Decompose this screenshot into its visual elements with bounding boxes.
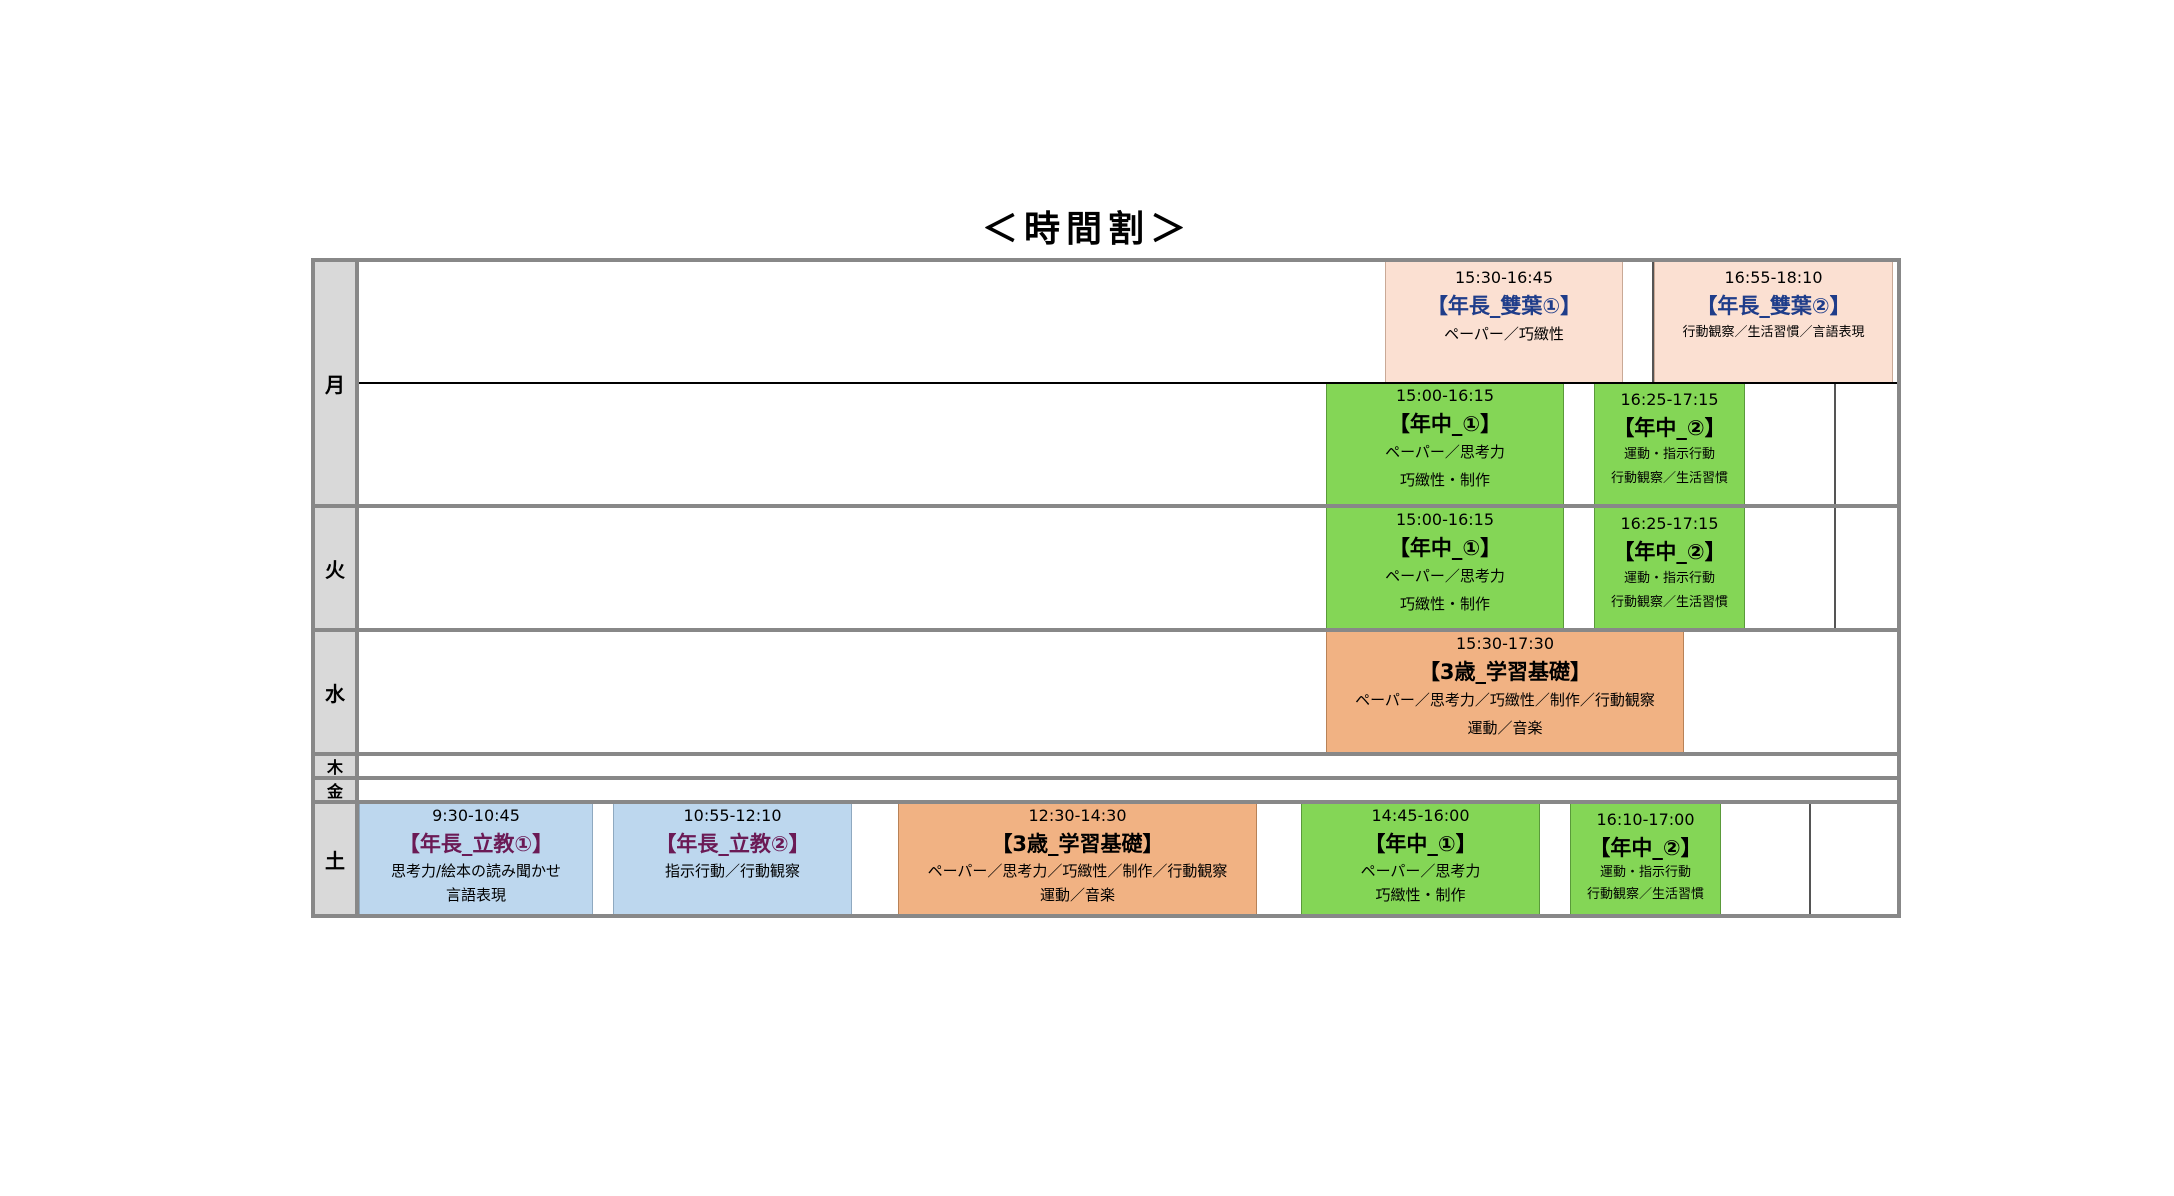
class-subjects: ペーパー／思考力／巧緻性／制作／行動観察: [1355, 691, 1655, 709]
class-time: 12:30-14:30: [1028, 806, 1127, 825]
class-subjects: ペーパー／思考力: [1385, 567, 1505, 585]
class-name: 【年中_①】: [1388, 536, 1502, 560]
class-time: 16:25-17:15: [1620, 390, 1719, 409]
class-name: 【年長_立教①】: [398, 832, 554, 856]
class-subjects: ペーパー／思考力／巧緻性／制作／行動観察: [927, 862, 1228, 880]
class-subjects: ペーパー／思考力: [1360, 862, 1481, 880]
class-name: 【年長_立教②】: [655, 832, 810, 856]
class-time: 16:55-18:10: [1724, 268, 1823, 287]
class-name: 【年長_雙葉②】: [1696, 294, 1851, 318]
class-block: 15:30-16:45 【年長_雙葉①】 ペーパー／巧緻性: [1385, 262, 1623, 382]
day-column-separator: [355, 262, 359, 914]
day-tuesday: 火: [315, 508, 355, 628]
day-saturday: 土: [315, 804, 355, 914]
cell-divider: [1809, 804, 1811, 914]
class-subjects: 行動観察／生活習慣: [1586, 887, 1704, 902]
class-name: 【年中_①】: [1388, 412, 1502, 436]
class-subjects: 運動・指示行動: [1623, 447, 1715, 462]
class-name: 【3歳_学習基礎】: [1418, 660, 1592, 684]
class-time: 15:30-16:45: [1455, 268, 1553, 287]
class-block: 16:25-17:15 【年中_②】 運動・指示行動 行動観察／生活習慣: [1594, 384, 1745, 504]
class-time: 15:00-16:15: [1396, 386, 1494, 405]
class-block: 15:00-16:15 【年中_①】 ペーパー／思考力 巧緻性・制作: [1326, 384, 1564, 504]
class-subjects: 巧緻性・制作: [1375, 886, 1466, 904]
class-block: 14:45-16:00 【年中_①】 ペーパー／思考力 巧緻性・制作: [1301, 804, 1540, 914]
cell-divider: [1834, 384, 1836, 504]
class-subjects: 巧緻性・制作: [1399, 595, 1490, 613]
page-title: ＜時間割＞: [981, 209, 1192, 250]
class-block: 16:10-17:00 【年中_②】 運動・指示行動 行動観察／生活習慣: [1570, 804, 1721, 914]
class-subjects: 行動観察／生活習慣／言語表現: [1682, 325, 1865, 340]
row-divider: [315, 504, 1897, 508]
class-subjects: 運動・指示行動: [1599, 865, 1691, 880]
row-divider: [315, 800, 1897, 804]
class-block: 15:00-16:15 【年中_①】 ペーパー／思考力 巧緻性・制作: [1326, 508, 1564, 628]
class-subjects: 思考力/絵本の読み聞かせ: [390, 862, 562, 880]
day-thursday: 木: [315, 756, 355, 777]
class-block: 9:30-10:45 【年長_立教①】 思考力/絵本の読み聞かせ 言語表現: [359, 804, 593, 914]
class-subjects: 行動観察／生活習慣: [1610, 471, 1728, 486]
class-subjects: 運動／音楽: [1467, 719, 1543, 737]
class-time: 16:10-17:00: [1596, 810, 1695, 829]
class-subjects: 行動観察／生活習慣: [1610, 595, 1728, 610]
class-subjects: ペーパー／巧緻性: [1444, 325, 1564, 343]
class-name: 【年中_①】: [1364, 832, 1477, 856]
day-friday: 金: [315, 780, 355, 801]
day-wednesday: 水: [315, 632, 355, 752]
cell-divider: [1834, 508, 1836, 628]
row-divider: [315, 628, 1897, 632]
class-time: 10:55-12:10: [683, 806, 782, 825]
class-subjects: 運動・指示行動: [1623, 571, 1715, 586]
class-subjects: 言語表現: [445, 886, 506, 904]
class-time: 15:30-17:30: [1456, 634, 1554, 653]
class-subjects: 運動／音楽: [1039, 886, 1115, 904]
class-block: 10:55-12:10 【年長_立教②】 指示行動／行動観察: [613, 804, 852, 914]
class-time: 15:00-16:15: [1396, 510, 1494, 529]
class-subjects: 指示行動／行動観察: [664, 862, 800, 880]
class-block: 16:25-17:15 【年中_②】 運動・指示行動 行動観察／生活習慣: [1594, 508, 1745, 628]
monday-subrow-divider: [359, 382, 1897, 384]
class-time: 9:30-10:45: [432, 806, 520, 825]
class-name: 【年中_②】: [1589, 836, 1702, 860]
class-block: 12:30-14:30 【3歳_学習基礎】 ペーパー／思考力／巧緻性／制作／行動…: [898, 804, 1257, 914]
row-divider: [315, 752, 1897, 756]
timetable-frame: [311, 258, 1901, 918]
class-name: 【年中_②】: [1613, 540, 1726, 564]
cell-divider: [1652, 262, 1654, 382]
class-time: 14:45-16:00: [1371, 806, 1470, 825]
class-name: 【3歳_学習基礎】: [991, 832, 1164, 856]
class-subjects: 巧緻性・制作: [1399, 471, 1490, 489]
class-name: 【年長_雙葉①】: [1426, 294, 1582, 318]
class-time: 16:25-17:15: [1620, 514, 1719, 533]
class-block: 16:55-18:10 【年長_雙葉②】 行動観察／生活習慣／言語表現: [1654, 262, 1893, 382]
row-divider: [315, 776, 1897, 780]
class-block: 15:30-17:30 【3歳_学習基礎】 ペーパー／思考力／巧緻性／制作／行動…: [1326, 632, 1684, 752]
class-subjects: ペーパー／思考力: [1385, 443, 1505, 461]
day-monday: 月: [315, 262, 355, 504]
class-name: 【年中_②】: [1613, 416, 1726, 440]
